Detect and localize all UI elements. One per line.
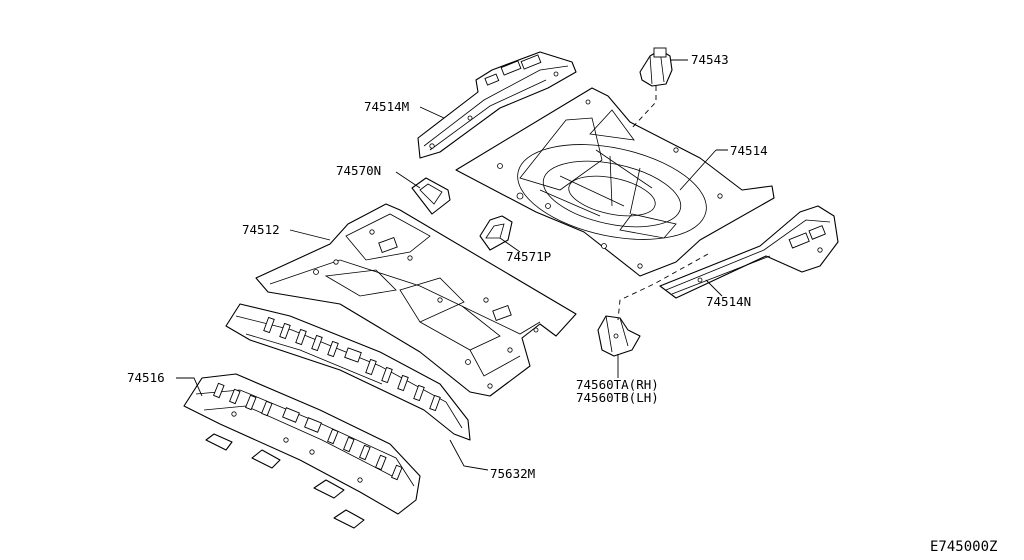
mounting-feet bbox=[205, 433, 365, 529]
label-74571p: 74571P bbox=[506, 249, 551, 264]
part-74516 bbox=[183, 373, 421, 529]
part-74570n bbox=[411, 177, 451, 215]
part-74571p bbox=[479, 215, 513, 251]
label-74570n: 74570N bbox=[336, 163, 381, 178]
label-74514: 74514 bbox=[730, 143, 768, 158]
part-75632m bbox=[225, 303, 471, 441]
label-74512: 74512 bbox=[242, 222, 280, 237]
label-74560tb: 74560TB(LH) bbox=[576, 390, 659, 405]
part-74560t bbox=[597, 315, 641, 357]
part-74514m bbox=[417, 51, 577, 159]
part-74512 bbox=[255, 203, 577, 397]
rear-cross-member-slots bbox=[213, 382, 403, 481]
label-74514m: 74514M bbox=[364, 99, 409, 114]
part-labels: 74514M 74543 74514 74570N 74512 74571P 7… bbox=[127, 52, 768, 481]
label-75632m: 75632M bbox=[490, 466, 535, 481]
cross-member-slots bbox=[263, 316, 441, 412]
part-74514 bbox=[455, 87, 775, 277]
part-74514n bbox=[659, 205, 839, 299]
label-74514n: 74514N bbox=[706, 294, 751, 309]
label-74560ta: 74560TA(RH) bbox=[576, 377, 659, 392]
part-74543 bbox=[639, 47, 673, 87]
leader-lines bbox=[176, 59, 728, 471]
diagram-code: E745000Z bbox=[930, 539, 997, 555]
label-74516: 74516 bbox=[127, 370, 165, 385]
label-74543: 74543 bbox=[691, 52, 729, 67]
